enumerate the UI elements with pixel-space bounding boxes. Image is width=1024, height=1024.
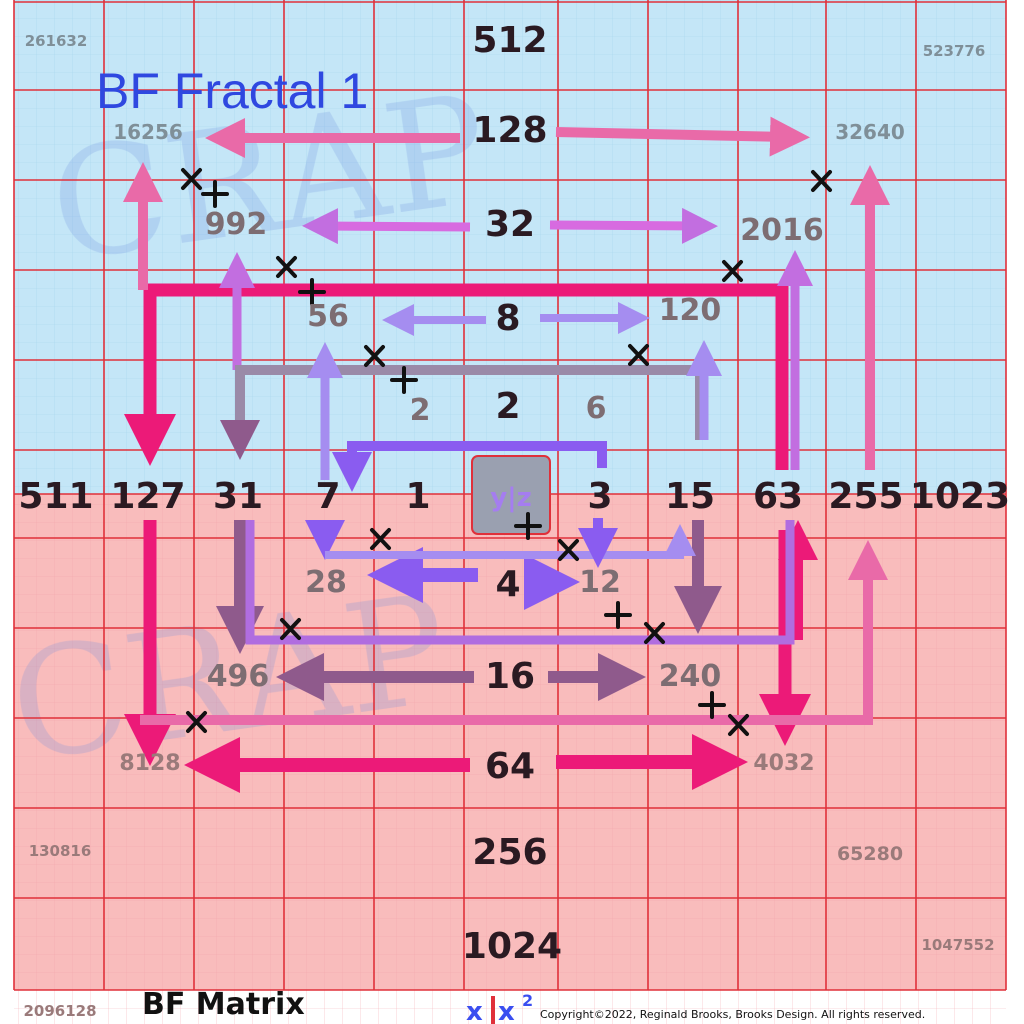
major-grid <box>13 0 1007 991</box>
bottom-column: 4 16 64 256 1024 <box>462 564 562 967</box>
value-32: 32 <box>485 204 535 245</box>
value-12: 12 <box>579 565 621 600</box>
top-column: 512 128 32 8 2 <box>472 20 547 427</box>
arrow-128-right <box>555 116 810 157</box>
value-15: 15 <box>665 476 715 517</box>
value-63: 63 <box>753 476 803 517</box>
page-title: BF Fractal 1 <box>96 63 368 119</box>
top-right-values: 523776 32640 2016 120 6 <box>586 42 986 426</box>
cross-mark <box>186 711 207 733</box>
value-8: 8 <box>495 298 520 339</box>
center-row: 511 127 31 7 1 3 15 63 255 1023 <box>18 476 1010 517</box>
value-1: 1 <box>405 476 430 517</box>
cross-mark <box>364 345 385 367</box>
value-8128: 8128 <box>119 751 180 776</box>
center-box <box>471 455 551 535</box>
cross-mark <box>722 260 743 282</box>
value-4: 4 <box>495 564 520 605</box>
top-minor-grid <box>14 0 1006 494</box>
arrow-layer <box>123 116 890 793</box>
value-16: 16 <box>485 656 535 697</box>
logo-x: x <box>466 997 483 1024</box>
top-left-values: 261632 16256 992 56 2 <box>25 32 431 428</box>
value-2096128: 2096128 <box>23 1002 96 1020</box>
cross-mark <box>280 618 301 640</box>
cross-marks <box>181 168 832 736</box>
value-7: 7 <box>315 476 340 517</box>
value-120: 120 <box>659 293 722 328</box>
cross-mark <box>276 256 297 278</box>
plus-mark <box>514 512 542 540</box>
value-2-diag: 2 <box>410 393 431 428</box>
value-56: 56 <box>307 299 349 334</box>
value-261632: 261632 <box>25 32 88 50</box>
path-255-bottom <box>140 540 888 725</box>
plus-mark <box>390 366 418 394</box>
bottom-left-values: 28 496 8128 130816 <box>29 565 347 860</box>
path-3-loop <box>332 441 607 492</box>
logo-x2: x <box>498 997 515 1024</box>
value-1047552: 1047552 <box>921 936 994 954</box>
cross-mark <box>644 622 665 644</box>
value-511: 511 <box>18 476 93 517</box>
footer-label: BF Matrix <box>142 987 305 1022</box>
cross-mark <box>728 714 749 736</box>
value-512: 512 <box>472 20 547 61</box>
plus-mark <box>698 691 726 719</box>
value-1024: 1024 <box>462 926 562 967</box>
center-box-label: y|z <box>490 483 532 513</box>
value-3: 3 <box>587 476 612 517</box>
bottom-right-values: 12 240 4032 65280 1047552 <box>579 565 994 954</box>
cross-mark <box>811 170 832 192</box>
value-6: 6 <box>586 391 607 426</box>
copyright-text: Copyright©2022, Reginald Brooks, Brooks … <box>540 1008 925 1021</box>
cross-mark <box>628 344 649 366</box>
value-1023: 1023 <box>910 476 1010 517</box>
value-130816: 130816 <box>29 842 92 860</box>
value-28: 28 <box>305 565 347 600</box>
path-7-bottom <box>325 524 696 559</box>
value-256: 256 <box>472 832 547 873</box>
value-128: 128 <box>472 110 547 151</box>
value-523776: 523776 <box>923 42 986 60</box>
footer: 2096128 BF Matrix x x 2 Copyright©2022, … <box>23 987 925 1024</box>
value-31: 31 <box>213 476 263 517</box>
value-496: 496 <box>207 659 270 694</box>
plus-mark <box>298 278 326 306</box>
cross-mark <box>558 539 579 561</box>
value-65280: 65280 <box>837 843 903 865</box>
arrow-32-right <box>549 207 718 244</box>
logo-bar <box>491 996 495 1024</box>
value-2: 2 <box>495 386 520 427</box>
value-32640: 32640 <box>835 120 905 144</box>
value-64: 64 <box>485 746 535 787</box>
arrow-32-left <box>302 208 471 245</box>
logo: x x 2 <box>466 991 533 1024</box>
value-992: 992 <box>205 207 268 242</box>
plus-mark <box>604 601 632 629</box>
value-2016: 2016 <box>740 213 824 248</box>
cross-mark <box>370 528 391 550</box>
value-16256: 16256 <box>113 120 183 144</box>
value-4032: 4032 <box>753 751 814 776</box>
plus-mark <box>201 180 229 208</box>
value-255: 255 <box>828 476 903 517</box>
value-127: 127 <box>110 476 185 517</box>
cross-mark <box>181 168 202 190</box>
value-240: 240 <box>659 659 722 694</box>
path-31-bottom <box>245 520 795 645</box>
logo-superscript: 2 <box>522 991 533 1010</box>
bottom-minor-grid <box>14 494 1006 1024</box>
path-127-63-top <box>124 283 789 470</box>
